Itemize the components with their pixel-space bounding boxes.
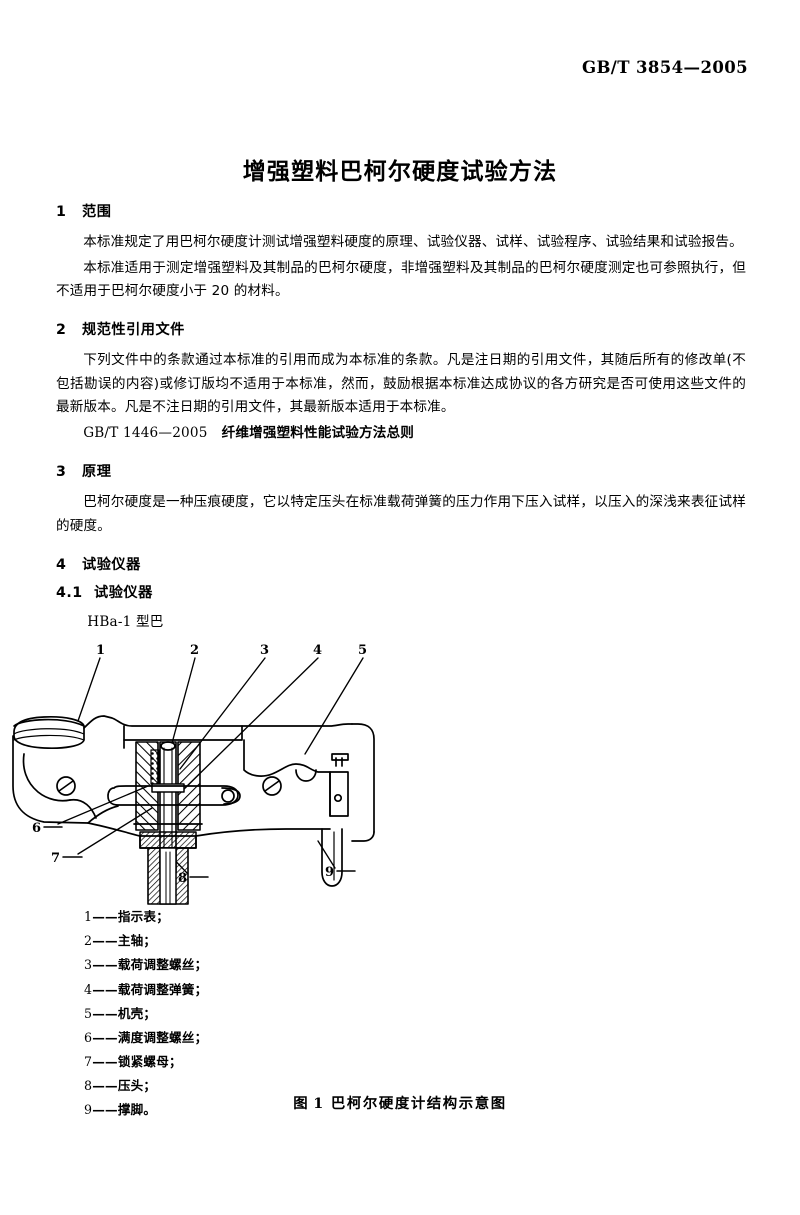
legend-item: 5——机壳； [84,1002,207,1026]
legend-dash: —— [92,1078,118,1094]
legend-item: 7——锁紧螺母； [84,1050,207,1074]
callout-number-1: 1 [96,643,105,658]
callout-number-4: 4 [313,643,322,658]
legend-number: 9 [84,1102,93,1118]
legend-number: 1 [84,909,93,924]
legend-item: 3——载荷调整螺丝； [84,953,207,977]
callout-number-9: 9 [325,865,334,880]
clause-title-3: 原理 [82,463,112,480]
legend-dash: —— [92,1005,118,1021]
legend-item: 8——压头； [84,1074,207,1098]
lock-nut-skirt-part [87,822,331,849]
callout-number-2: 2 [190,643,199,658]
clause-number-2: 2 [56,322,67,339]
callout-number-8: 8 [178,871,187,886]
indenter-part [147,847,189,905]
clause-number-1: 1 [56,204,67,220]
figure-1-artwork: 1 2 3 4 5 6 7 8 9 [0,636,800,906]
page-title: 增强塑料巴柯尔硬度试验方法 [242,159,558,186]
clause-title-1: 范围 [82,204,112,220]
legend-label: 满度调整螺丝； [117,1029,208,1045]
legend-item: 2——主轴； [84,929,207,953]
legend-label: 载荷调整螺丝； [117,957,208,973]
legend-label: 撑脚。 [117,1102,157,1118]
legend-label: 压头； [117,1078,157,1094]
clause-number-4: 4 [56,556,67,573]
clause-number-3: 3 [56,463,67,480]
callout-number-6: 6 [32,821,41,836]
callout-number-3: 3 [260,643,269,658]
instrument-model-text: HBa-1 型巴 [87,614,164,631]
normative-reference: GB/T 1446—2005 纤维增强塑料性能试验方法总则 [56,422,746,445]
callout-number-5: 5 [358,643,367,658]
reference-title: 纤维增强塑料性能试验方法总则 [221,424,415,441]
clause-1-paragraph-2: 本标准适用于测定增强塑料及其制品的巴柯尔硬度，非增强塑料及其制品的巴柯尔硬度测定… [56,259,746,299]
figure-legend: 1——指示表； 2——主轴； 3——载荷调整螺丝； 4——载荷调整弹簧； 5——… [84,905,207,1123]
clause-heading-3: 3 原理 [56,463,746,482]
clause-2-paragraph-1: 下列文件中的条款通过本标准的引用而成为本标准的条款。凡是注日期的引用文件，其随后… [56,352,746,416]
clause-heading-4-1: 4.1 试验仪器 [56,584,746,603]
legend-number: 2 [84,933,93,949]
clause-heading-2: 2 规范性引用文件 [56,321,746,340]
clause-1-paragraph-1: 本标准规定了用巴柯尔硬度计测试增强塑料硬度的原理、试验仪器、试样、试验程序、试验… [83,234,743,251]
indicator-chamber [22,753,97,819]
clause-heading-4: 4 试验仪器 [56,556,746,575]
legend-item: 1——指示表； [84,905,207,929]
legend-number: 6 [84,1029,93,1045]
legend-number: 3 [84,957,93,973]
legend-dash: —— [92,1102,118,1118]
legend-label: 载荷调整弹簧； [117,981,208,997]
legend-dash: —— [92,909,118,924]
screw-details [56,753,349,803]
legend-dash: —— [92,1054,118,1070]
callout-number-7: 7 [51,851,60,866]
legend-item: 9——撑脚。 [84,1098,207,1122]
lever-yoke-part [107,785,241,806]
document-body: 1 范围 本标准规定了用巴柯尔硬度计测试增强塑料硬度的原理、试验仪器、试样、试验程… [56,203,746,634]
legend-label: 锁紧螺母； [117,1054,182,1070]
figure-1: 1 2 3 4 5 6 7 8 9 [0,636,800,906]
figure-caption-number: 1 [313,1095,325,1112]
reference-code: GB/T 1446—2005 [83,424,208,441]
legend-label: 主轴； [117,933,157,949]
figure-caption-label: 图 [293,1096,310,1112]
support-leg-part [321,828,343,887]
standard-code-header: GB/T 3854—2005 [581,58,748,77]
legend-label: 指示表； [117,909,169,924]
callout-underlines [43,826,356,878]
legend-dash: —— [92,981,118,997]
housing-shell-part [12,715,375,842]
legend-number: 5 [84,1005,93,1021]
figure-caption-title: 巴柯尔硬度计结构示意图 [330,1096,507,1112]
clause-number-4-1: 4.1 [56,585,83,602]
indicator-dial-part [13,716,85,750]
clause-title-2: 规范性引用文件 [82,322,185,339]
legend-dash: —— [92,957,118,973]
clause-heading-1: 1 范围 [56,203,746,222]
legend-dash: —— [92,1029,118,1045]
clause-title-4: 试验仪器 [82,556,141,573]
legend-label: 机壳； [117,1005,157,1021]
legend-number: 4 [84,981,93,997]
clause-title-4-1: 试验仪器 [94,585,153,602]
legend-number: 8 [84,1078,93,1094]
legend-item: 6——满度调整螺丝； [84,1026,207,1050]
legend-item: 4——载荷调整弹簧； [84,978,207,1002]
clause-3-paragraph-1: 巴柯尔硬度是一种压痕硬度，它以特定压头在标准载荷弹簧的压力作用下压入试样，以压入… [56,494,746,534]
legend-number: 7 [84,1054,93,1070]
legend-dash: —— [92,933,118,949]
callout-numbers: 1 2 3 4 5 6 7 8 9 [32,643,367,886]
housing-inner-contour [243,739,349,817]
